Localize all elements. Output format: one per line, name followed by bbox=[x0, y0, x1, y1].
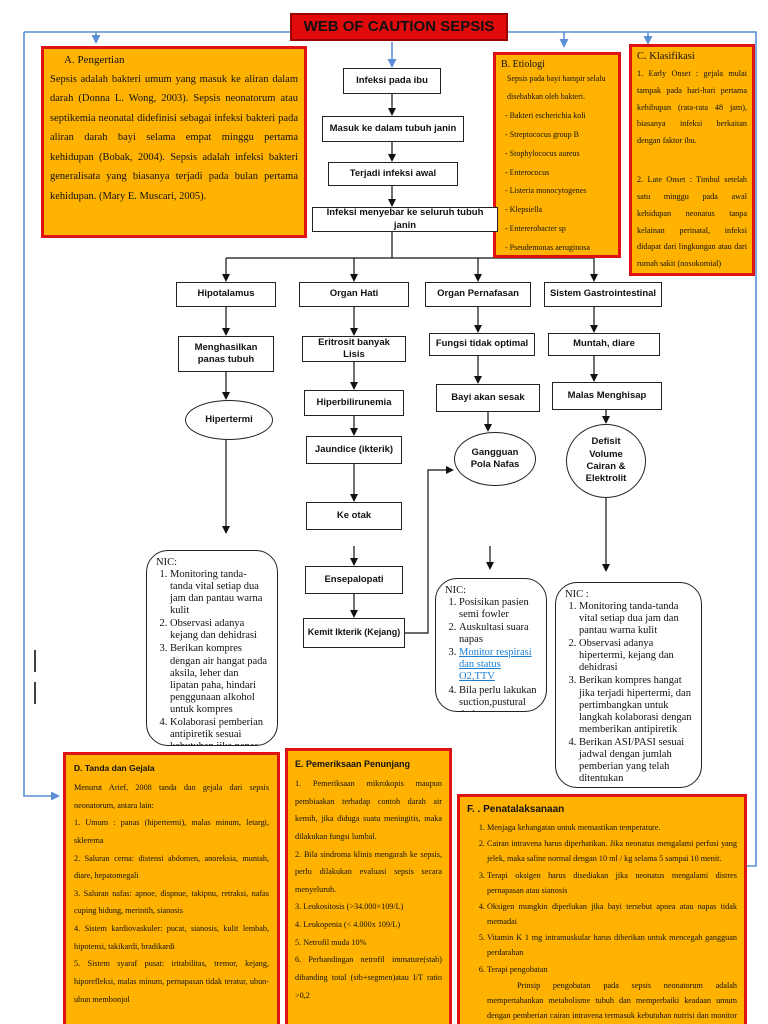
flow-eritrosit: Eritrosit banyak Lisis bbox=[302, 336, 406, 362]
nic-item: Auskultasi suara napas bbox=[459, 622, 538, 646]
tanda-heading: D. Tanda dan Gejala bbox=[74, 763, 155, 773]
pemeriksaan-heading: E. Pemeriksaan Penunjang bbox=[295, 759, 411, 769]
monitor-respirasi-link[interactable]: Monitor respirasi dan status O2,TTV bbox=[459, 647, 532, 683]
nic-label: NIC : bbox=[565, 589, 589, 600]
flow-masuk-janin: Masuk ke dalam tubuh janin bbox=[322, 116, 464, 142]
flow-malas: Malas Menghisap bbox=[552, 382, 662, 410]
flow-infeksi-ibu: Infeksi pada ibu bbox=[343, 68, 441, 94]
etiologi-item: - Enterococus bbox=[505, 167, 550, 177]
penatalaksanaan-para: Prinsip pengobatan pada sepsis neonatoru… bbox=[487, 980, 737, 1021]
nic-item: Berikan ASI/PASI sesuai jadwal dengan ju… bbox=[579, 737, 693, 785]
penatalaksanaan-panel: F. . Penatalaksanaan Menjaga kehangatan … bbox=[457, 794, 747, 1024]
flow-kemit-ikterik: Kemit Ikterik (Kejang) bbox=[303, 618, 405, 648]
klasifikasi-early: 1. Early Onset : gejala mulai tampak pad… bbox=[637, 69, 747, 146]
penatalaksanaan-item: Vitamin K 1 mg intramuskular harus diber… bbox=[487, 930, 737, 960]
defisit-cairan-node: Defisit Volume Cairan & Elektrolit bbox=[566, 424, 646, 498]
nic-item: Berikan kompres hangat jika terjadi hipe… bbox=[579, 675, 693, 735]
penatalaksanaan-heading: F. . Penatalaksanaan bbox=[467, 804, 565, 815]
nic-item: Posisikan pasien semi fowler bbox=[459, 597, 538, 621]
flow-sistem-gastro: Sistem Gastrointestinal bbox=[544, 282, 662, 307]
nic-item: Berikan kompres dengan air hangat pada a… bbox=[170, 643, 269, 715]
penatalaksanaan-item: Oksigen mungkin diperlukan jika bayi ter… bbox=[487, 899, 737, 929]
klasifikasi-late: 2. Late Onset : Timbul setelah satu ming… bbox=[637, 175, 747, 269]
tanda-line: Menurut Arief, 2008 tanda dan gejala dar… bbox=[74, 783, 269, 810]
etiologi-item: - Klepsiella bbox=[505, 205, 543, 215]
pemeriksaan-line: 5. Netrofil muda 10% bbox=[295, 937, 367, 947]
flow-menyebar: Infeksi menyebar ke seluruh tubuh janin bbox=[312, 207, 498, 232]
etiologi-item: - Streptococus group B bbox=[505, 129, 579, 139]
hipertermi-node: Hipertermi bbox=[185, 400, 273, 440]
flow-ensepalopati: Ensepalopati bbox=[305, 566, 403, 594]
penatalaksanaan-item: Menjaga kehangatan untuk memastikan temp… bbox=[487, 820, 737, 835]
tanda-line: 3. Saluran nafas: apnoe, dispnue, takipn… bbox=[74, 888, 269, 916]
flow-hiperbilirubin: Hiperbilirunemia bbox=[304, 390, 404, 416]
pengertian-panel: A. Pengertian Sepsis adalah bakteri umum… bbox=[41, 46, 307, 238]
nic-defisit-cairan: NIC : Monitoring tanda-tanda vital setia… bbox=[555, 582, 702, 788]
nic-item: Observasi adanya kejang dan dehidrasi bbox=[170, 618, 269, 642]
tanda-line: 2. Saluran cerna: distensi abdomen, anor… bbox=[74, 853, 269, 881]
flow-ke-otak: Ke otak bbox=[306, 502, 402, 530]
pemeriksaan-line: 2. Bila sindroma klinis mengarah ke seps… bbox=[295, 849, 442, 894]
diagram-title: WEB OF CAUTION SEPSIS bbox=[290, 13, 508, 41]
nic-pola-nafas: NIC: Posisikan pasien semi fowler Auskul… bbox=[435, 578, 547, 712]
pemeriksaan-line: 3. Leukositosis (>34.000×109/L) bbox=[295, 902, 404, 912]
flow-organ-hati: Organ Hati bbox=[299, 282, 409, 307]
nic-label: NIC: bbox=[445, 585, 466, 596]
klasifikasi-panel: C. Klasifikasi 1. Early Onset : gejala m… bbox=[629, 44, 755, 276]
tanda-line: 4. Sistem kardiovaskuler: pucat, sianosi… bbox=[74, 924, 269, 951]
nic-item: Kolaborasi pemberian antipiretik sesuai … bbox=[170, 717, 269, 745]
penatalaksanaan-item: Cairan intravena harus diperhatikan. Jik… bbox=[487, 836, 737, 866]
etiologi-item: - Entererobacter sp bbox=[505, 223, 566, 233]
nic-item: Bila perlu lakukan suction,pustural drai… bbox=[459, 684, 538, 712]
pemeriksaan-line: 4. Leukopenia (< 4.000x 109/L) bbox=[295, 920, 401, 929]
nic-item: Monitoring tanda-tanda vital setiap dua … bbox=[579, 601, 693, 637]
nic-label: NIC: bbox=[156, 557, 177, 568]
flow-bayi-sesak: Bayi akan sesak bbox=[436, 384, 540, 412]
etiologi-item: - Stophylococus aureus bbox=[505, 148, 580, 158]
pemeriksaan-line: 6. Perbandingan netrofil immature(stab) … bbox=[295, 955, 442, 1000]
etiologi-item: - Listeria monocytogenes bbox=[505, 186, 587, 196]
penatalaksanaan-item: Terapi pengobatan bbox=[487, 962, 737, 977]
flow-hipotalamus: Hipotalamus bbox=[176, 282, 276, 307]
penatalaksanaan-item: Terapi oksigen harus disediakan jika neo… bbox=[487, 868, 737, 898]
tanda-line: 1. Umum : panas (hipertermi), malas minu… bbox=[74, 818, 269, 845]
etiologi-heading: B. Etiologi bbox=[501, 59, 545, 70]
flow-muntah: Muntah, diare bbox=[548, 333, 660, 356]
nic-item: Monitor respirasi dan status O2,TTV bbox=[459, 647, 538, 683]
nic-item: Monitoring tanda-tanda vital setiap dua … bbox=[170, 569, 269, 617]
etiologi-item: - Bakteri escherichia koli bbox=[505, 111, 586, 121]
nic-item-text: Bila perlu lakukan suction,pustural drai… bbox=[459, 684, 537, 712]
nic-hipertermi: NIC: Monitoring tanda-tanda vital setiap… bbox=[146, 550, 278, 746]
flow-organ-pernafasan: Organ Pernafasan bbox=[425, 282, 531, 307]
flow-jaundice: Jaundice (ikterik) bbox=[306, 436, 402, 464]
flow-panas-tubuh: Menghasilkan panas tubuh bbox=[178, 336, 274, 372]
gangguan-pola-nafas-node: Gangguan Pola Nafas bbox=[454, 432, 536, 486]
pemeriksaan-line: 1. Pemeriksaan mikrokopis maupun pembiaa… bbox=[295, 779, 442, 841]
etiologi-panel: B. Etiologi Sepsis pada bayi hampir sela… bbox=[493, 52, 621, 258]
etiologi-intro: Sepsis pada bayi hampir selalu disebabka… bbox=[507, 74, 606, 101]
etiologi-item: - Pseudemonas aeruginosa bbox=[505, 242, 590, 252]
pengertian-heading: A. Pengertian bbox=[64, 54, 125, 66]
nic-item: Observasi adanya hipertermi, kejang dan … bbox=[579, 638, 693, 674]
tanda-gejala-panel: D. Tanda dan Gejala Menurut Arief, 2008 … bbox=[63, 752, 280, 1024]
tanda-line: 5. Sistem syaraf pusat: iritabilitas, tr… bbox=[74, 959, 269, 1004]
frame-line-left bbox=[23, 32, 60, 801]
pemeriksaan-panel: E. Pemeriksaan Penunjang 1. Pemeriksaan … bbox=[285, 748, 452, 1024]
klasifikasi-heading: C. Klasifikasi bbox=[637, 51, 695, 62]
pengertian-body: Sepsis adalah bakteri umum yang masuk ke… bbox=[50, 74, 298, 202]
flow-fungsi: Fungsi tidak optimal bbox=[429, 333, 535, 356]
flow-infeksi-awal: Terjadi infeksi awal bbox=[328, 162, 458, 186]
